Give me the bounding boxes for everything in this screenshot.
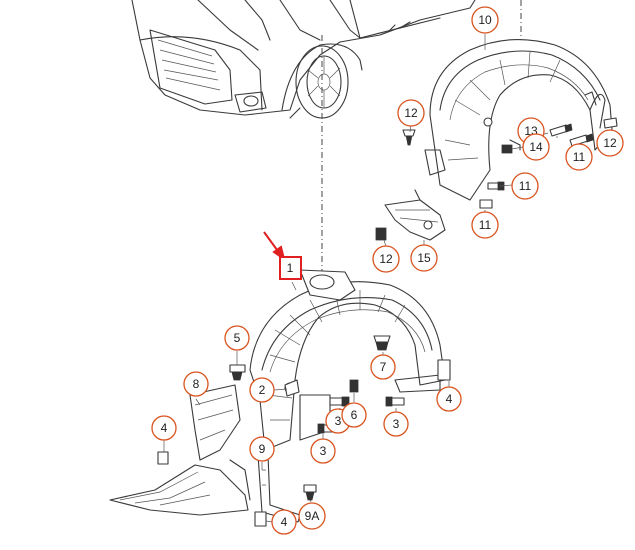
rear-fasteners [375,117,618,241]
front-lower-shield [109,384,251,516]
callout-c1: 1 [287,261,294,275]
callout-circle [151,415,177,441]
callout-c10: 10 [471,6,499,34]
callout-circle [410,244,438,272]
callout-c15: 15 [410,244,438,272]
highlight-box [279,256,302,280]
callout-label: 12 [404,106,418,120]
callout-label: 5 [234,331,241,345]
callout-circle [183,371,209,397]
callout-label: 9 [259,442,266,456]
rear-wheel-arch-liner [424,39,613,201]
callout-label: 6 [351,408,358,422]
callout-c14: 14 [522,133,550,161]
callout-label: 4 [281,515,288,529]
callout-circle [298,502,326,530]
callout-circle [370,354,396,380]
callout-circle [271,509,297,535]
callout-circle [383,411,409,437]
callout-c9: 9 [249,436,275,462]
callout-circle [565,143,593,171]
callout-c5: 5 [224,325,250,351]
callout-c4b: 4 [151,415,177,441]
callout-c9a: 9A [298,502,326,530]
callout-circle [310,438,336,464]
front-fasteners [157,335,451,527]
callout-label: 4 [161,421,168,435]
callout-c4a: 4 [436,386,462,412]
callout-c4c: 4 [271,509,297,535]
callout-circle [471,211,499,239]
callout-c2: 2 [249,377,275,403]
leader-lines [163,34,610,523]
callout-label: 11 [479,218,492,232]
callout-label: 12 [379,252,393,266]
callout-circle [397,99,425,127]
callout-label: 12 [603,136,617,150]
callout-label: 7 [380,360,387,374]
callout-c12a: 12 [397,99,425,127]
callout-circle [471,6,499,34]
callout-label: 11 [573,150,586,164]
callout-label: 3 [320,444,327,458]
callout-circle [436,386,462,412]
callout-circle [522,133,550,161]
car-illustration [131,0,476,119]
callout-label: 2 [259,383,266,397]
callout-c7: 7 [370,354,396,380]
callout-label: 10 [478,13,492,27]
callout-c3b: 3 [383,411,409,437]
callout-c12b: 12 [596,129,624,157]
highlight-arrow [263,231,286,262]
callout-c12c: 12 [372,245,400,273]
callout-c11b: 11 [565,143,593,171]
callout-label: 3 [393,417,400,431]
callout-circle [249,436,275,462]
callout-circle [224,325,250,351]
callout-label: 15 [417,251,431,265]
callout-label: 8 [193,377,200,391]
callout-label: 14 [529,140,543,154]
callout-label: 11 [519,179,532,193]
callout-label: 1 [287,261,294,275]
callout-label: 4 [446,392,453,406]
callout-c11c: 11 [471,211,499,239]
callout-circle [596,129,624,157]
callout-circle [511,172,539,200]
callout-label: 9A [305,509,320,523]
callout-label: 3 [335,414,342,428]
callout-circle [372,245,400,273]
callout-c8: 8 [183,371,209,397]
bracket-15 [384,189,446,241]
callout-c11a: 11 [511,172,539,200]
callout-c6: 6 [341,402,367,428]
callout-circle [341,402,367,428]
callout-c3c: 3 [310,438,336,464]
callout-circle [249,377,275,403]
